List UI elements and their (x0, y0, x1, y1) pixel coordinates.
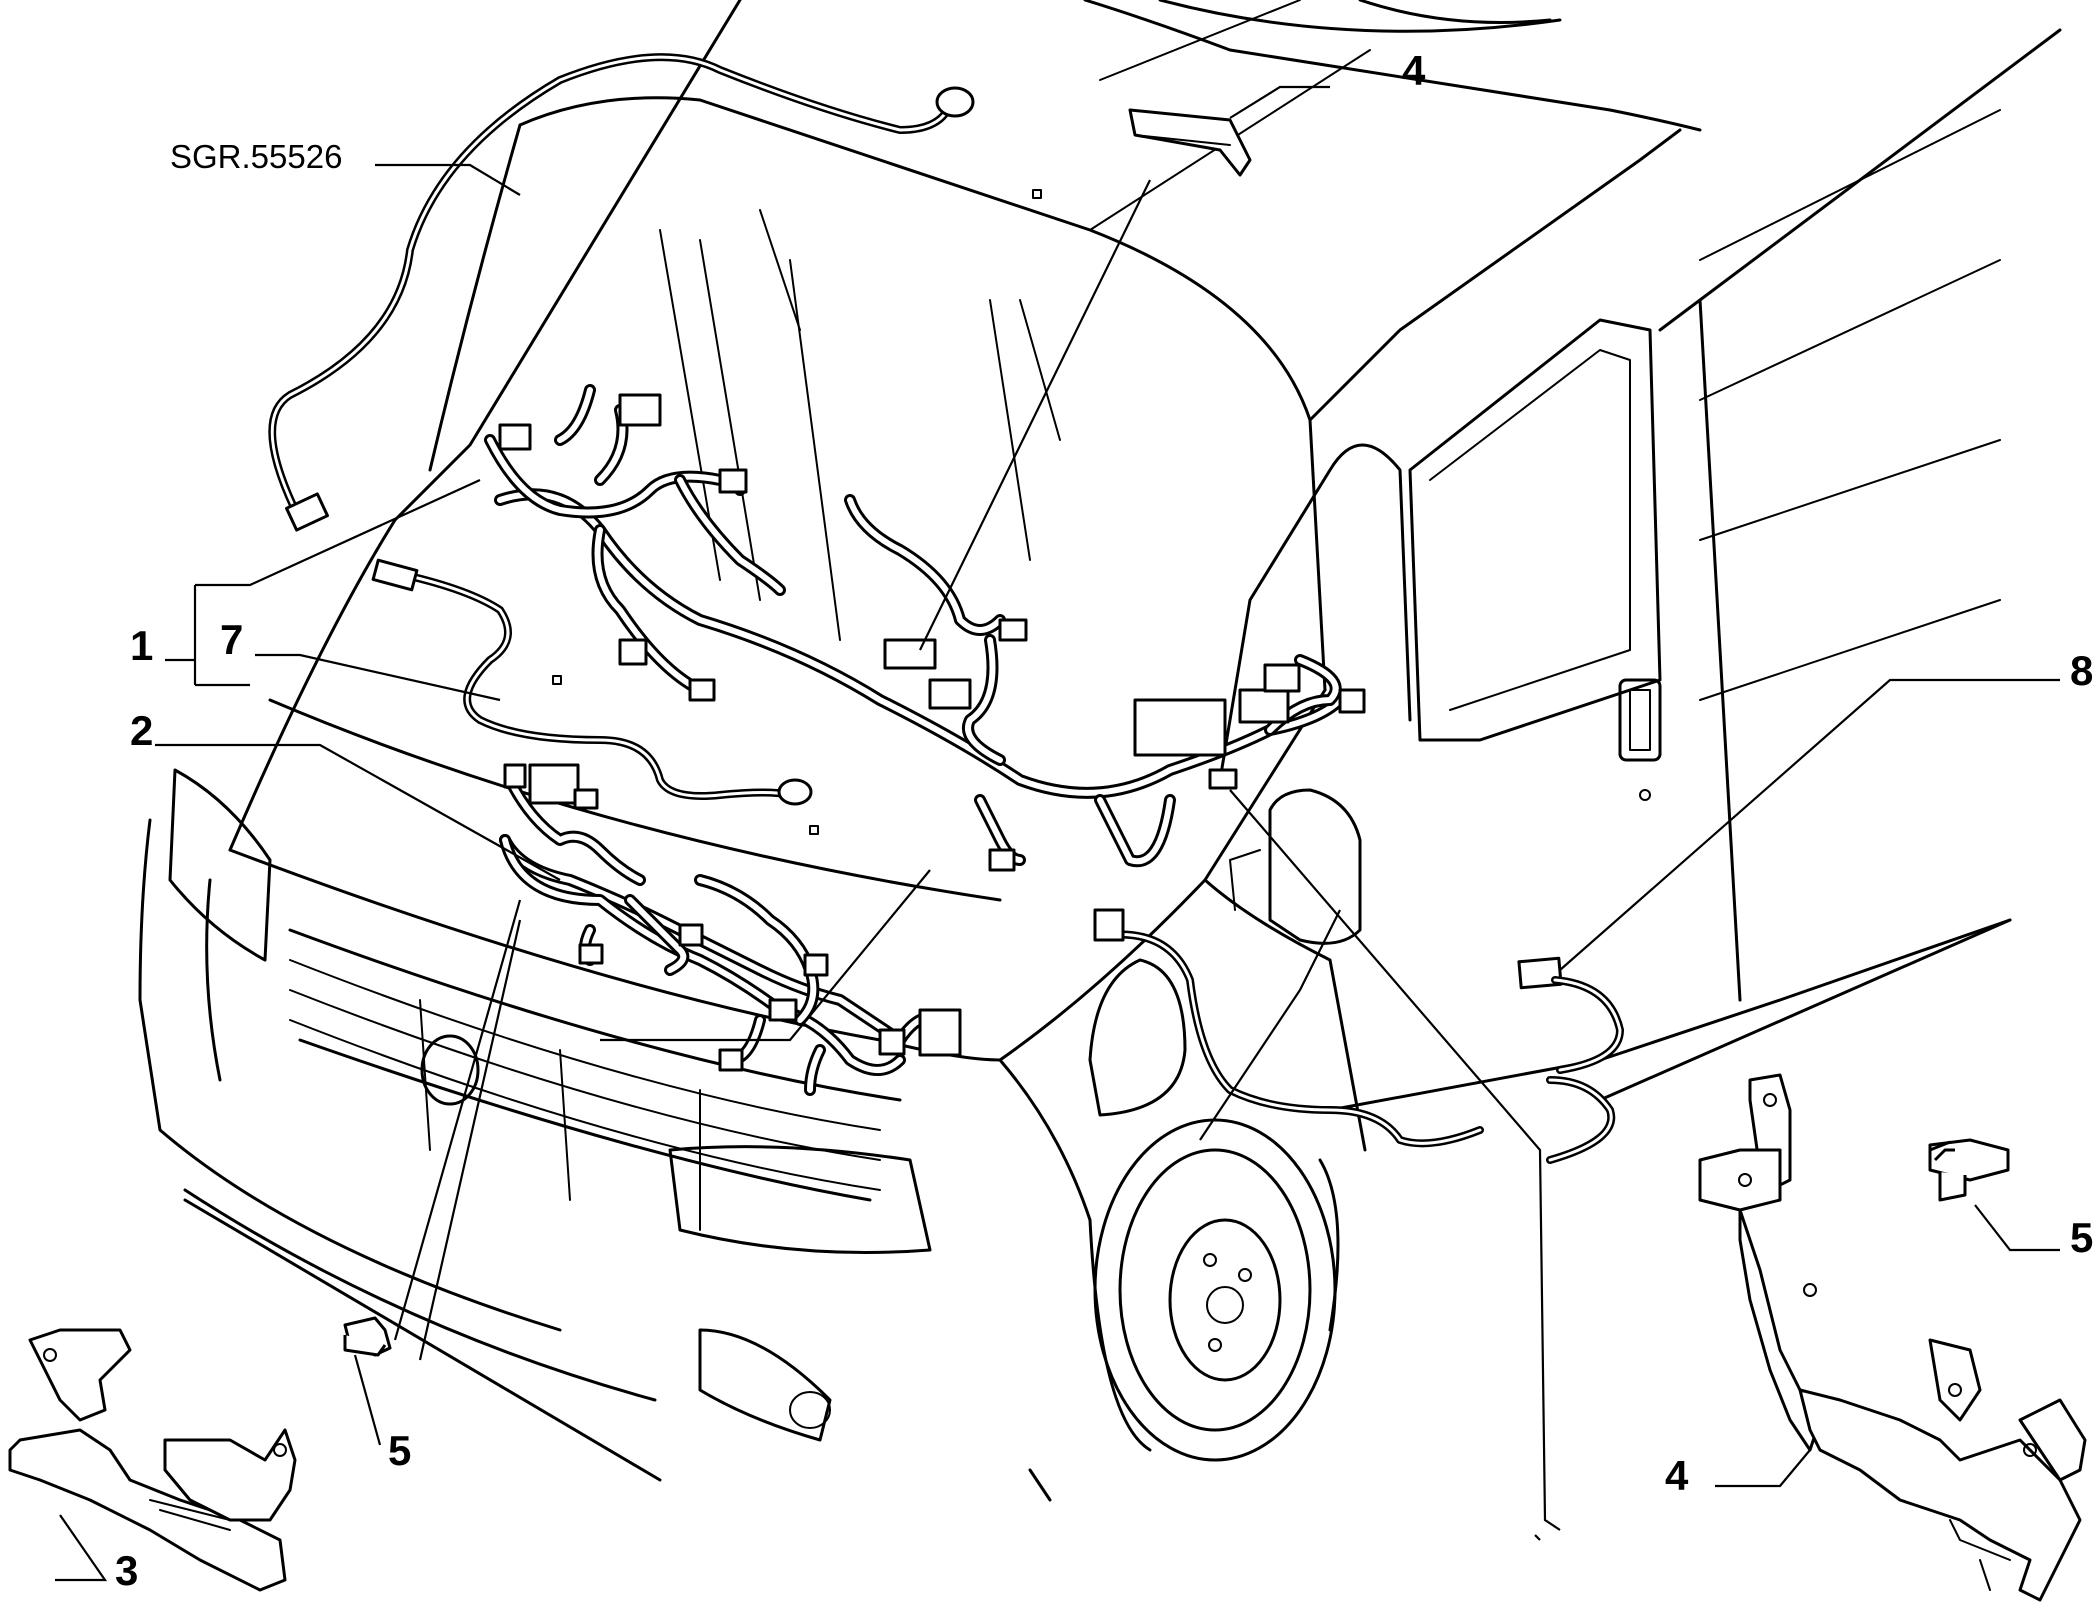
bolt-right (1928, 1138, 2010, 1202)
van-body (138, 0, 2062, 1502)
callout-5-right: 5 (2070, 1214, 2093, 1261)
engine-harness (499, 763, 962, 1096)
ground-cable (371, 558, 813, 806)
side-cable (1093, 908, 1624, 1164)
dashboard-harness (484, 384, 1366, 872)
bracket-4 (1698, 1073, 2087, 1602)
callout-2: 2 (130, 707, 153, 754)
callout-4-bottom: 4 (1665, 1452, 1689, 1499)
reference-code: SGR.55526 (170, 138, 342, 175)
bolt-left (343, 1316, 392, 1357)
leader-lines (55, 85, 2060, 1582)
labels: SGR.55526 4 1 7 2 8 5 4 5 3 (115, 47, 2093, 1594)
antenna-cable (268, 53, 975, 532)
callout-7: 7 (220, 616, 243, 663)
callout-4-top: 4 (1402, 47, 1426, 94)
callout-5-left: 5 (388, 1427, 411, 1474)
callout-3: 3 (115, 1547, 138, 1594)
callout-8: 8 (2070, 647, 2093, 694)
bracket-3 (8, 1328, 297, 1592)
harness-cover-top (1128, 108, 1252, 177)
callout-1: 1 (130, 622, 153, 669)
